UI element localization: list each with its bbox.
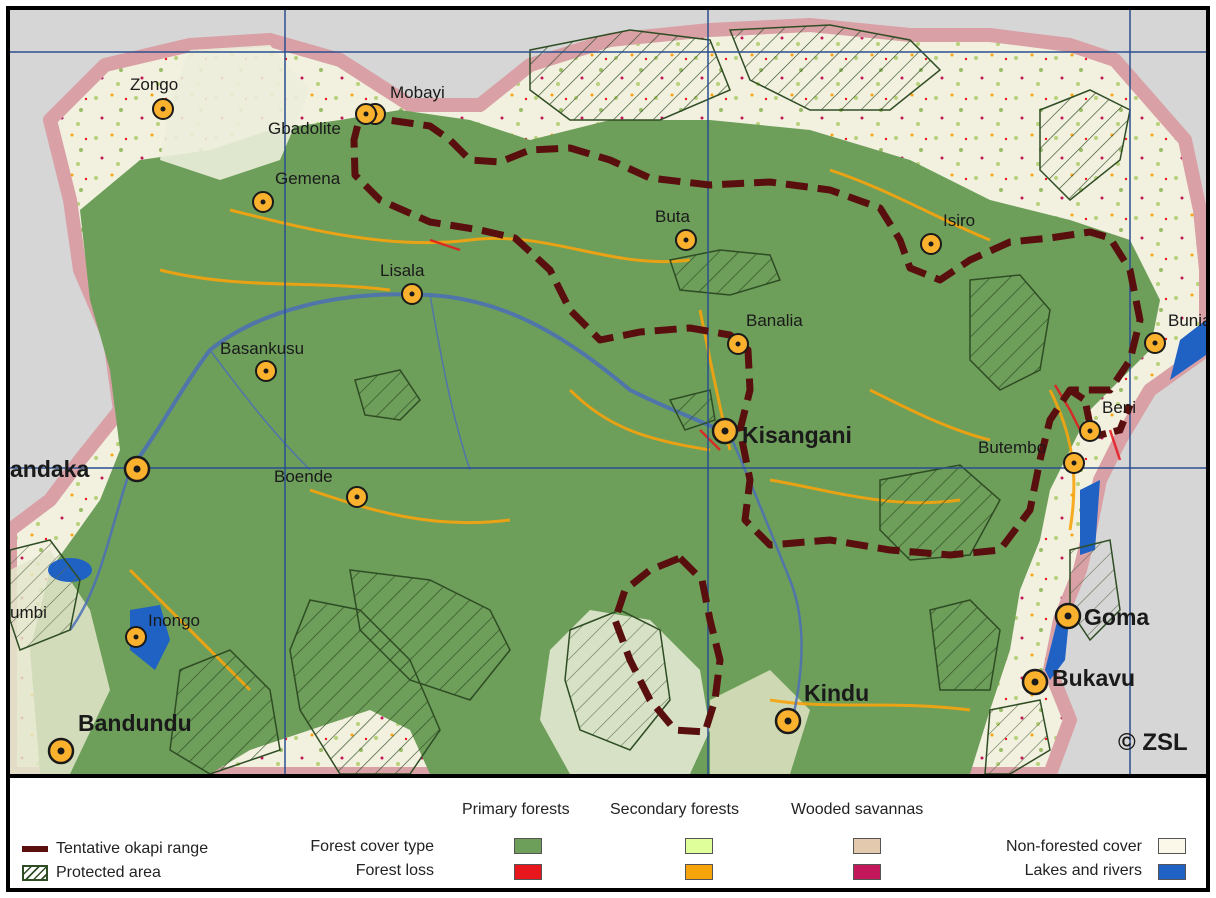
savanna-patch — [160, 45, 310, 180]
city-label: Kindu — [804, 680, 869, 706]
city-marker-dot — [721, 427, 729, 435]
city-marker-dot — [260, 199, 266, 205]
city-marker-dot — [1064, 612, 1072, 620]
city-marker-dot — [784, 717, 792, 725]
city-label: Goma — [1084, 604, 1149, 630]
city-kindu: Kindu — [774, 680, 869, 735]
legend-okapi-item: Tentative okapi range — [22, 840, 208, 858]
city-bukavu: Bukavu — [1021, 665, 1135, 696]
city-marker-dot — [160, 106, 166, 112]
legend-protected-item: Protected area — [22, 864, 161, 882]
city-label: Bunia — [1168, 311, 1206, 330]
legend-row-cover: Forest cover type — [310, 838, 434, 855]
city-label: Lisala — [380, 261, 425, 280]
swatch-wooded-savanna — [853, 838, 881, 854]
city-label: Buta — [655, 207, 691, 226]
legend-lakes-label: Lakes and rivers — [1024, 862, 1142, 879]
protected-area-swatch — [22, 864, 48, 881]
protected-areas — [10, 24, 1131, 774]
city-label: Butembo — [978, 438, 1046, 457]
okapi-range-swatch — [22, 845, 48, 852]
city-marker-dot — [1031, 678, 1039, 686]
city-goma: Goma — [1054, 602, 1149, 630]
city-label: andaka — [10, 456, 89, 482]
protected-area-label: Protected area — [56, 864, 161, 881]
city-inongo: Inongo — [125, 611, 200, 648]
city-label: Gemena — [275, 169, 341, 188]
legend-non-forested-label: Non-forested cover — [1005, 838, 1142, 855]
city-bunia: Bunia — [1144, 311, 1206, 354]
city-marker-dot — [57, 747, 65, 755]
legend-col-primary: Primary forests — [462, 801, 570, 818]
city-marker-dot — [133, 465, 141, 473]
city-marker-dot — [263, 368, 269, 374]
city-marker-dot — [1152, 340, 1158, 346]
swatch-non-forested — [1158, 838, 1186, 854]
city-buta: Buta — [655, 207, 697, 251]
city-label: Inongo — [148, 611, 200, 630]
city-isiro: Isiro — [920, 211, 975, 255]
swatch-savanna-loss — [853, 864, 881, 880]
legend-divider — [10, 774, 1206, 778]
city-label: umbi — [10, 603, 47, 622]
graticule — [10, 10, 1206, 774]
city-marker-dot — [1071, 460, 1077, 466]
city-zongo: Zongo — [130, 75, 178, 120]
city-marker-dot — [354, 494, 360, 500]
city-butembo: Butembo — [978, 438, 1085, 474]
okapi-range-south — [611, 554, 724, 736]
swatch-primary-forest — [514, 838, 542, 854]
okapi-range-label: Tentative okapi range — [56, 840, 209, 857]
city-label: Gbadolite — [268, 119, 341, 138]
copyright-text: © ZSL — [1118, 729, 1188, 756]
city-label: Boende — [274, 467, 333, 486]
city-kisangani: Kisangani — [711, 417, 852, 448]
city-gbadolite: Gbadolite — [268, 103, 377, 138]
city-marker-dot — [133, 634, 139, 640]
legend-col-secondary: Secondary forests — [610, 801, 739, 818]
city-marker-dot — [409, 291, 415, 297]
swatch-primary-loss — [514, 864, 542, 880]
city-boende: Boende — [274, 467, 368, 508]
city-beni: Beni — [1079, 398, 1136, 442]
legend-col-savanna: Wooded savannas — [791, 801, 924, 818]
city-basankusu: Basankusu — [220, 339, 304, 382]
swatch-secondary-loss — [685, 864, 713, 880]
swatch-lakes-rivers — [1158, 864, 1186, 880]
city-label: Beni — [1102, 398, 1136, 417]
city-marker-dot — [1087, 428, 1093, 434]
city-label: Zongo — [130, 75, 178, 94]
city-label: Banalia — [746, 311, 803, 330]
okapi-range-north — [350, 112, 1144, 559]
city-marker-dot — [363, 111, 369, 117]
city-banalia: Banalia — [727, 311, 803, 355]
city-label: Kisangani — [742, 422, 852, 448]
legend: Tentative okapi range Protected area Pri… — [10, 778, 1206, 888]
city-label: Isiro — [943, 211, 975, 230]
city-label: Bukavu — [1052, 665, 1135, 691]
city-label: Basankusu — [220, 339, 304, 358]
city-umbi: umbi — [10, 603, 47, 622]
city-marker-dot — [928, 241, 934, 247]
savanna-patch — [710, 670, 810, 774]
city-label: Mobayi — [390, 83, 445, 102]
city-label: Bandundu — [78, 710, 192, 736]
city-bandundu: Bandundu — [47, 710, 192, 765]
city-marker-dot — [683, 237, 689, 243]
city-andaka: andaka — [10, 455, 151, 483]
swatch-secondary-forest — [685, 838, 713, 854]
city-marker-dot — [735, 341, 741, 347]
city-gemena: Gemena — [252, 169, 341, 213]
legend-row-loss: Forest loss — [355, 862, 434, 879]
city-lisala: Lisala — [380, 261, 425, 305]
